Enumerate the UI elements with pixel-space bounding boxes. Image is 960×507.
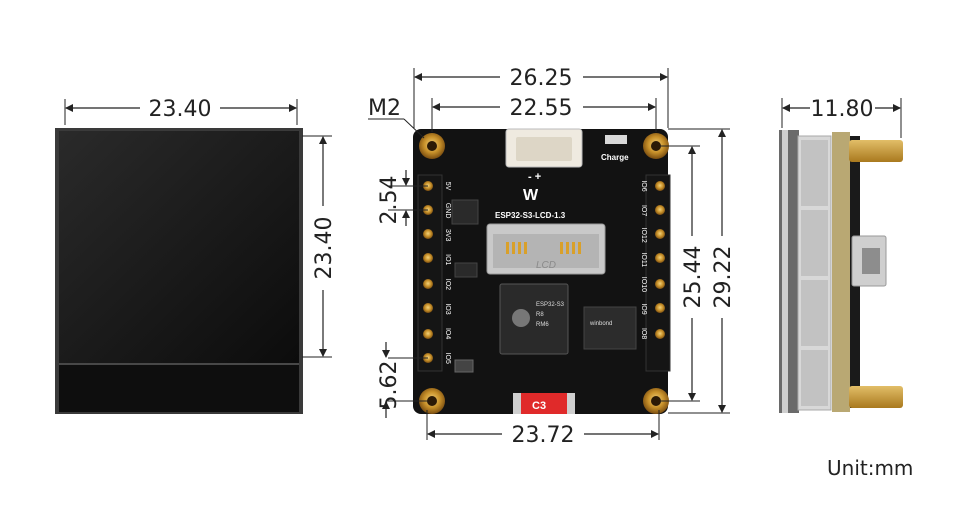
dim-board-height: 29.22 (668, 128, 736, 414)
pin-label: IO5 (444, 353, 451, 364)
flash-brand-label: winbond (589, 321, 612, 327)
dim-board-outer-width: 26.25 (413, 66, 669, 128)
svg-text:R8: R8 (536, 312, 544, 318)
lcd-module-view (55, 128, 303, 414)
crystal (454, 359, 474, 373)
ic-small (454, 262, 478, 278)
side-pin-top (849, 140, 903, 162)
pin-label: IO11 (640, 252, 647, 267)
c3-label: C3 (532, 400, 546, 412)
esp32-chip (499, 283, 569, 355)
dim-hole-spacing-top: 22.55 (431, 96, 657, 132)
pcb-view: - + Charge W ESP32-S3-LCD-1.3 LCD ESP32-… (413, 128, 671, 414)
pin-label: IO2 (444, 279, 451, 290)
dim-bottom-offset-label: 5.62 (377, 361, 402, 410)
side-pin-bottom (849, 386, 903, 408)
dim-bottom-offset: 5.62 (377, 342, 428, 418)
dim-board-height-label: 29.22 (711, 246, 736, 309)
lcd-mark: LCD (536, 260, 556, 271)
dim-hole-spacing-bottom: 23.72 (426, 410, 660, 448)
charge-label: Charge (601, 153, 629, 162)
lcd-glass (59, 131, 299, 363)
pin-label: IO3 (444, 303, 451, 314)
callout-m2: M2 (368, 96, 425, 139)
dim-lcd-width: 23.40 (64, 97, 298, 125)
pin-label: IO12 (640, 228, 647, 243)
unit-label: Unit:mm (827, 456, 914, 480)
pin-label: IO8 (640, 328, 647, 339)
charge-led (605, 135, 627, 144)
left-pin-header (417, 174, 443, 372)
board-title: ESP32-S3-LCD-1.3 (495, 211, 566, 220)
dim-board-outer-width-label: 26.25 (510, 66, 573, 91)
svg-text:ESP32-S3: ESP32-S3 (536, 302, 565, 308)
pin-label: IO10 (640, 277, 647, 292)
dim-lcd-width-label: 23.40 (149, 97, 212, 122)
pin-label: IO1 (444, 254, 451, 265)
flash-chip (583, 306, 637, 350)
right-pin-header (645, 174, 671, 372)
pin-label: 5V (444, 182, 451, 191)
dim-hole-spacing-bottom-label: 23.72 (512, 423, 575, 448)
dim-pin-pitch: 2.54 (377, 170, 428, 226)
dim-board-height-holes-label: 25.44 (681, 246, 706, 309)
dim-hole-spacing-top-label: 22.55 (510, 96, 573, 121)
ic-regulator (451, 199, 479, 225)
side-pcb-edge (832, 132, 850, 412)
brand-logo: W (523, 187, 539, 204)
svg-text:- +: - + (528, 171, 541, 183)
pin-label: IO6 (640, 180, 647, 191)
mount-hole-label: M2 (368, 96, 401, 121)
pin-label: GND (444, 203, 451, 219)
dim-side-thickness: 11.80 (781, 97, 902, 138)
pin-label: 3V3 (444, 229, 451, 242)
c3-chip (513, 393, 575, 414)
pin-label: IO7 (640, 205, 647, 216)
svg-text:RM6: RM6 (536, 322, 549, 328)
dim-board-height-holes: 25.44 (660, 145, 706, 402)
dim-lcd-height: 23.40 (302, 135, 337, 358)
side-view (779, 130, 903, 413)
dim-lcd-height-label: 23.40 (312, 217, 337, 280)
pin-label: IO4 (444, 328, 451, 339)
dim-pin-pitch-label: 2.54 (377, 176, 402, 225)
pin-label: IO9 (640, 303, 647, 314)
dim-side-thickness-label: 11.80 (811, 97, 874, 122)
lcd-bottom-bezel (59, 365, 299, 412)
